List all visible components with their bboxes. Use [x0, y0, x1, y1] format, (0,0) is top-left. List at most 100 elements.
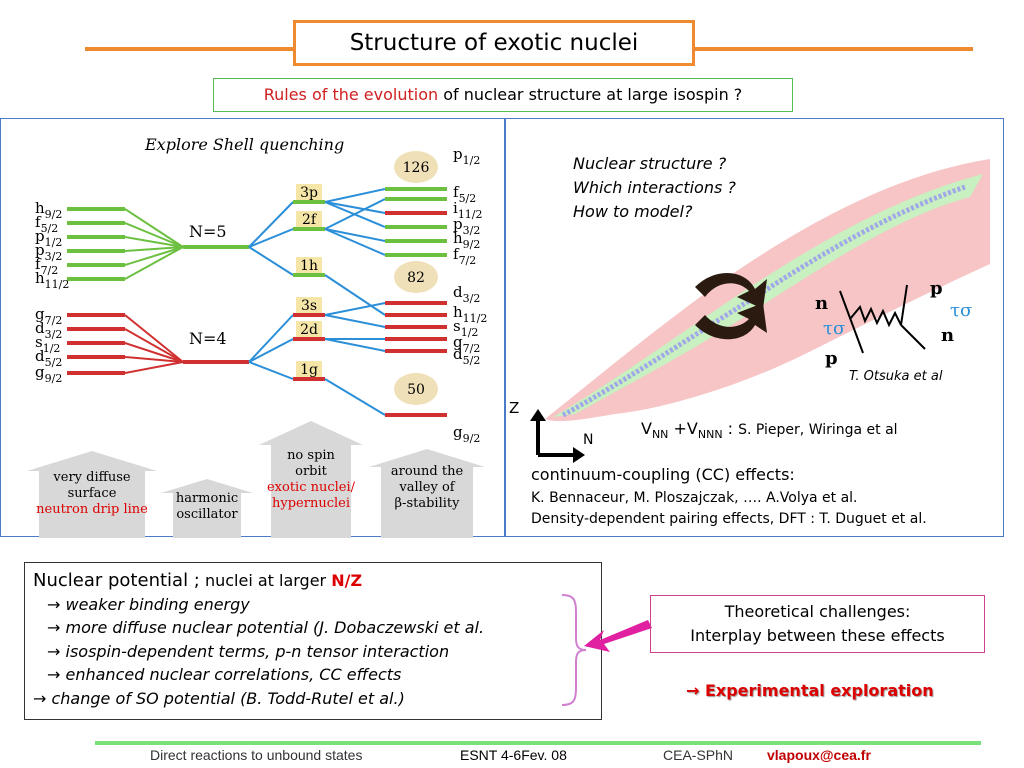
right-connector-4	[324, 228, 386, 242]
orbital-labels: h9/2f5/2p1/2p3/2f7/2h11/2g7/2d3/2s1/2d5/…	[35, 145, 487, 445]
ho-label-2: 1h	[300, 258, 318, 274]
left-connector-6	[124, 314, 184, 363]
cc-authors: K. Bennaceur, M. Ploszajczak, …. A.Volya…	[531, 490, 858, 506]
nuclear-chart: n τσ p p τσ n	[530, 159, 990, 463]
bottom-arrow-2-red2: hypernuclei	[272, 496, 350, 511]
level-lines	[67, 187, 447, 417]
shell-heading: Explore Shell quenching	[144, 135, 344, 154]
nuclear-chart-panel: n τσ p p τσ n Nuclear structure ? Which …	[504, 118, 1004, 537]
ho-connector-5	[248, 361, 294, 380]
right-orbital-label-2: i11/2	[453, 199, 483, 221]
right-connector-5	[324, 228, 386, 256]
right-connector-6	[324, 302, 386, 316]
left-connector-3	[124, 246, 184, 252]
ho-connector-2	[248, 246, 294, 276]
bottom-arrow-2-line-1: orbit	[295, 464, 328, 479]
right-brace	[561, 594, 587, 706]
brace-arrow	[561, 594, 652, 706]
left-connector-8	[124, 342, 184, 363]
axis-n-arrowhead	[573, 447, 585, 463]
bottom-arrow-2-red: exotic nuclei/	[267, 480, 356, 495]
right-orbital-label-10: d5/2	[453, 345, 480, 367]
left-orbital-label-9: d5/2	[35, 347, 62, 369]
label-ts2: τσ	[950, 300, 972, 321]
np-heading: Nuclear potential ; nuclei at larger N/Z	[33, 570, 363, 591]
vnn-line: VNN +VNNN : S. Pieper, Wiringa et al	[641, 419, 898, 442]
n5-label: N=5	[189, 222, 227, 241]
left-connector-10	[124, 361, 184, 374]
magic-number-1: 82	[407, 270, 425, 286]
right-connector-3	[324, 201, 386, 228]
subtitle: Rules of the evolution of nuclear struct…	[213, 78, 793, 112]
ho-label-bg-5	[296, 361, 322, 377]
bottom-arrow-0	[27, 451, 157, 538]
question-3: How to model?	[573, 202, 693, 221]
right-orbital-label-8: s1/2	[453, 317, 478, 339]
right-orbital-label-0: p1/2	[453, 145, 480, 167]
left-orbital-label-2: p1/2	[35, 227, 62, 249]
pairing-line: Density-dependent pairing effects, DFT :…	[531, 511, 927, 527]
bottom-arrow-3-line-1: valley of	[398, 480, 455, 495]
np-item-4: → enhanced nuclear correlations, CC effe…	[47, 665, 402, 684]
right-orbital-label-7: h11/2	[453, 303, 487, 325]
ho-label-3: 3s	[301, 298, 317, 314]
ho-label-0: 3p	[300, 185, 318, 201]
bottom-arrow-0-line-0: very diffuse	[52, 470, 130, 485]
magic-number-2: 50	[407, 382, 425, 398]
axis-z-arrowhead	[530, 409, 546, 421]
axes-icon	[536, 419, 575, 457]
left-orbital-label-6: g7/2	[35, 305, 62, 327]
left-orbital-label-0: h9/2	[35, 199, 62, 221]
bottom-arrow-3-line-2: β-stability	[395, 496, 461, 511]
right-orbital-label-1: f5/2	[453, 183, 476, 205]
pink-arrow-icon	[584, 620, 652, 652]
ho-label-5: 1g	[300, 362, 318, 378]
bottom-arrow-1-line-1: oscillator	[176, 507, 238, 522]
label-n1: n	[815, 293, 828, 314]
question-1: Nuclear structure ?	[573, 154, 727, 173]
ho-connector-1	[248, 228, 294, 248]
footer-line	[95, 741, 981, 745]
bottom-arrow-0-red: neutron drip line	[36, 502, 148, 517]
np-item-3: → isospin-dependent terms, p-n tensor in…	[47, 641, 450, 661]
subtitle-highlight: Rules of the evolution	[263, 85, 439, 104]
left-orbital-label-8: s1/2	[35, 333, 60, 355]
ho-label-bg-4	[296, 321, 322, 337]
right-connector-11	[324, 378, 386, 416]
ho-connector-0	[248, 201, 294, 248]
ho-label-bg-0	[296, 184, 322, 200]
ho-label-1: 2f	[302, 212, 318, 228]
label-p1: p	[825, 348, 838, 369]
left-connector-9	[124, 356, 184, 363]
footer-left: Direct reactions to unbound states	[150, 747, 363, 763]
right-orbital-label-9: g7/2	[453, 333, 480, 355]
bottom-arrow-1-line-0: harmonic	[176, 491, 238, 506]
axis-z-label: Z	[509, 399, 520, 417]
right-connector-7	[324, 274, 386, 316]
magic-circle-0	[394, 151, 438, 183]
ho-label-bg-1	[296, 211, 322, 227]
bottom-arrow-3	[369, 449, 485, 538]
nuclear-potential-box: Nuclear potential ; nuclei at larger N/Z…	[24, 562, 602, 720]
challenges-title: Theoretical challenges:	[724, 602, 911, 621]
title-line-right	[695, 47, 973, 51]
right-connector-10	[324, 338, 386, 352]
bottom-arrow-3-line-0: around the	[391, 464, 464, 479]
left-connector-5	[124, 246, 184, 280]
bottom-arrow-0-line-1: surface	[68, 486, 117, 501]
right-orbital-label-4: h9/2	[453, 229, 480, 251]
axis-n-label: N	[583, 432, 594, 448]
left-connector-4	[124, 246, 184, 266]
label-ts1: τσ	[823, 318, 845, 339]
three-body-diagram	[839, 284, 926, 354]
left-orbital-label-1: f5/2	[35, 213, 58, 235]
curved-arrow-bottom	[695, 303, 767, 340]
curved-arrow-top	[695, 272, 767, 309]
left-orbital-label-4: f7/2	[35, 255, 58, 277]
bottom-arrow-2	[259, 421, 363, 538]
right-orbital-label-11: g9/2	[453, 423, 480, 445]
right-connector-8	[324, 314, 386, 328]
footer-email[interactable]: vlapoux@cea.fr	[767, 747, 871, 763]
